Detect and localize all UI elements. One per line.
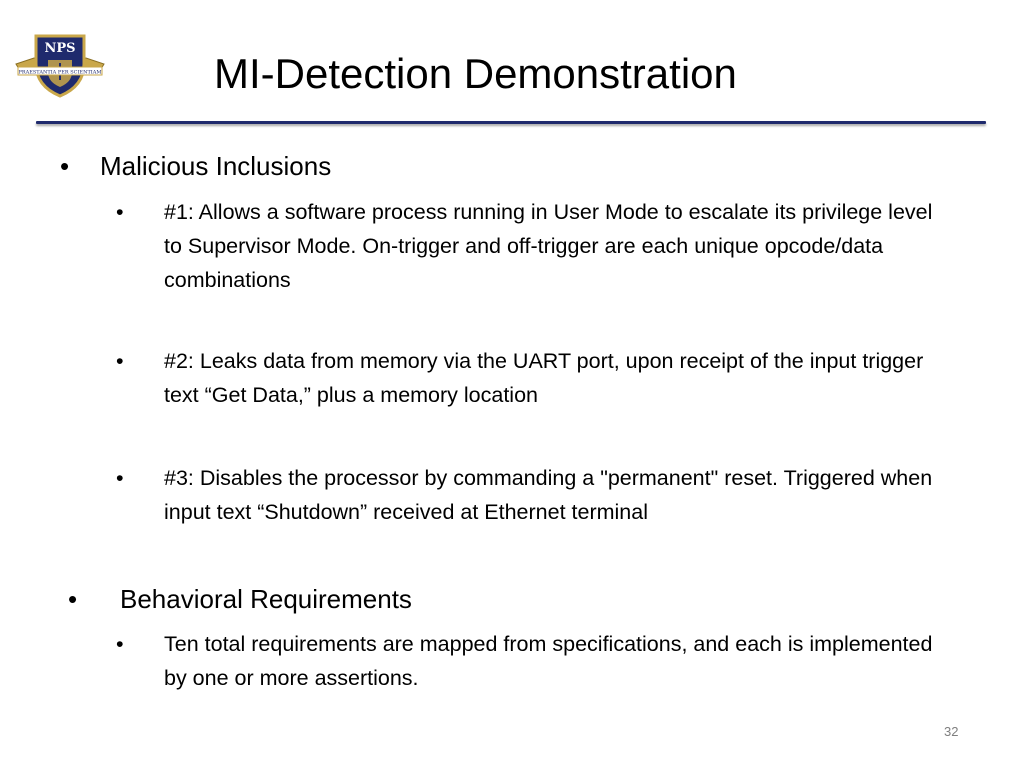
section-heading-text: Behavioral Requirements [120,584,412,614]
section-heading-behavioral-requirements: • Behavioral Requirements [68,582,412,616]
bullet-icon: • [116,466,124,490]
nps-shield-logo-icon: NPS PRAESTANTIA PER SCIENTIAM [15,34,105,98]
list-item: • #2: Leaks data from memory via the UAR… [116,344,936,412]
list-item-text: #2: Leaks data from memory via the UART … [164,349,924,407]
list-item: • Ten total requirements are mapped from… [116,627,936,695]
bullet-icon: • [116,200,124,224]
list-item: • #3: Disables the processor by commandi… [116,461,936,529]
list-item-text: Ten total requirements are mapped from s… [164,632,933,690]
slide-title: MI-Detection Demonstration [214,50,737,97]
section-heading-text: Malicious Inclusions [100,151,332,181]
section-heading-malicious-inclusions: • Malicious Inclusions [60,149,331,183]
list-item-text: #3: Disables the processor by commanding… [164,466,933,524]
logo-motto: PRAESTANTIA PER SCIENTIAM [18,70,101,76]
list-item-text: #1: Allows a software process running in… [164,200,933,292]
logo-text: NPS [44,41,75,56]
bullet-icon: • [60,151,70,181]
slide-number: 32 [944,724,959,739]
list-item: • #1: Allows a software process running … [116,195,936,297]
bullet-icon: • [116,632,124,656]
title-divider [36,121,986,124]
nps-logo: NPS PRAESTANTIA PER SCIENTIAM [14,30,106,100]
bullet-icon: • [68,584,78,614]
bullet-icon: • [116,349,124,373]
